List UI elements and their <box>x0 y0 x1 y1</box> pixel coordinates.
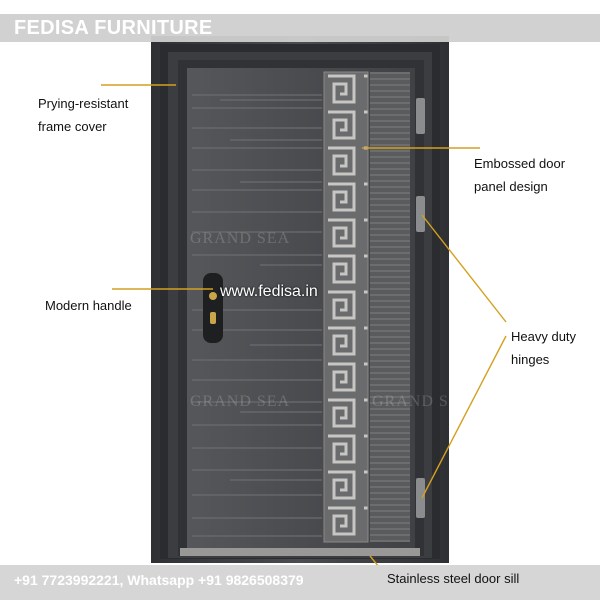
label-hinges: Heavy duty hinges <box>511 325 576 371</box>
ribbed-panel <box>370 72 410 542</box>
contact-footer <box>0 565 600 600</box>
label-line: Prying-resistant <box>38 96 129 111</box>
door-handle <box>203 273 223 343</box>
label-handle: Modern handle <box>45 298 132 313</box>
door-sill <box>180 548 420 556</box>
top-banner <box>0 14 600 42</box>
label-line: frame cover <box>38 119 107 134</box>
contact-text: +91 7723992221, Whatsapp +91 9826508379 <box>14 572 304 588</box>
watermark-text: GRAND SEA <box>372 393 473 410</box>
panel-grooves <box>192 94 322 537</box>
door-hinges <box>416 98 425 518</box>
label-line: Heavy duty <box>511 329 577 344</box>
label-line: panel design <box>474 179 548 194</box>
label-line: hinges <box>511 352 550 367</box>
watermark-text: GRAND SEA <box>190 393 291 410</box>
label-line: Embossed door <box>474 156 566 171</box>
embossed-panel <box>323 71 369 543</box>
label-embossed-panel: Embossed door panel design <box>474 152 565 198</box>
label-frame-cover: Prying-resistant frame cover <box>38 92 128 138</box>
label-door-sill: Stainless steel door sill <box>387 571 520 586</box>
annotation-lines <box>101 84 507 579</box>
brand-title: FEDISA FURNITURE <box>14 17 213 39</box>
website-watermark: www.fedisa.in <box>220 283 318 300</box>
watermark-text: GRAND SEA <box>190 230 291 247</box>
